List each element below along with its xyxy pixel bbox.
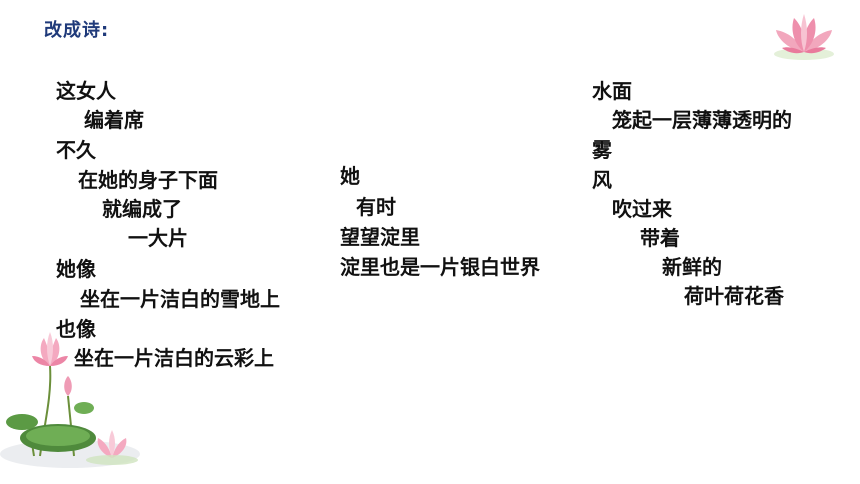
poem-line: 在她的身子下面 bbox=[78, 168, 218, 192]
poem-line: 一大片 bbox=[128, 226, 188, 250]
poem-line: 不久 bbox=[56, 138, 96, 162]
poem-line: 吹过来 bbox=[612, 197, 672, 221]
poem-line: 也像 bbox=[56, 317, 96, 341]
poem-line: 有时 bbox=[356, 195, 396, 219]
poem-line: 淀里也是一片银白世界 bbox=[340, 255, 540, 279]
poem-line: 她像 bbox=[56, 257, 96, 281]
poem-line: 荷叶荷花香 bbox=[684, 284, 784, 308]
poem-line: 笼起一层薄薄透明的 bbox=[612, 108, 792, 132]
poem-line: 编着席 bbox=[84, 108, 144, 132]
poem-line: 带着 bbox=[640, 226, 680, 250]
poem-line: 望望淀里 bbox=[340, 225, 420, 249]
poem-line: 雾 bbox=[592, 138, 612, 162]
poem-line: 风 bbox=[592, 168, 612, 192]
poem-line: 新鲜的 bbox=[662, 255, 722, 279]
poem-line: 坐在一片洁白的云彩上 bbox=[74, 346, 274, 370]
lotus-flower-icon bbox=[774, 14, 834, 60]
slide-title: 改成诗: bbox=[44, 20, 110, 41]
poem-line: 水面 bbox=[592, 79, 632, 103]
poem-line: 就编成了 bbox=[102, 197, 182, 221]
poem-line: 这女人 bbox=[56, 79, 116, 103]
poem-line: 坐在一片洁白的雪地上 bbox=[80, 287, 280, 311]
poem-line: 她 bbox=[340, 164, 360, 188]
lotus-pond-icon bbox=[0, 332, 140, 468]
